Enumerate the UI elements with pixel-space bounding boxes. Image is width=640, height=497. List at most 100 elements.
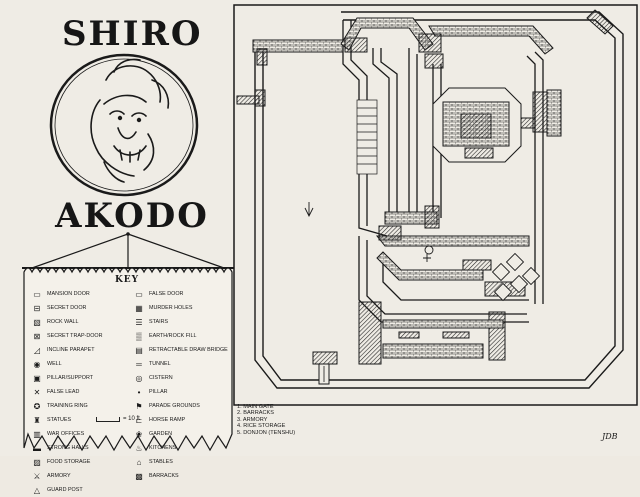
key-item-label: Barracks (149, 472, 179, 479)
key-item-label: Training Ring (47, 402, 88, 409)
key-item-label: Tunnel (149, 360, 171, 367)
key-item-label: Armory (47, 472, 71, 479)
key-item-label: False Door (149, 290, 184, 297)
location-entry: 2. Barracks (237, 410, 274, 417)
key-item-secret-trapdoor: ⊠ Secret Trap-door (30, 330, 128, 343)
key-item-guard-post: △ Guard Post (30, 484, 128, 497)
key-item-armory: ⚔ Armory (30, 470, 128, 483)
incline-icon: ◿ (33, 345, 41, 355)
key-item-rock-wall: ▧ Rock Wall (30, 316, 128, 329)
secret-door-icon: ⊟ (33, 303, 41, 313)
castle-floor-plan (233, 4, 638, 406)
pillar-support-icon: ▣ (33, 373, 41, 383)
key-item-label: Garden (149, 430, 173, 437)
key-item-tunnel: ═ Tunnel (132, 358, 230, 371)
statues-icon: ♜ (33, 415, 41, 425)
map-title-bottom: AKODO (55, 196, 209, 236)
key-item-label: Retractable Draw Bridge (149, 346, 228, 353)
stables-icon: ⌂ (136, 457, 142, 467)
barracks-icon: ▩ (135, 471, 143, 481)
key-item-label: Food Storage (47, 458, 91, 465)
key-item-label: Rock Wall (47, 318, 79, 325)
artist-signature: JDB (602, 432, 618, 441)
key-item-label: Horse Ramp (149, 416, 186, 423)
scale-line (96, 416, 120, 422)
key-item-retractable-bridge: ▤Retractable Draw Bridge (132, 344, 230, 357)
map-title-top: SHIRO (62, 14, 203, 54)
key-item-war-offices: ▥War Offices (30, 428, 128, 441)
kitchens-icon: ♨ (135, 443, 143, 453)
key-item-incline: ◿ Incline Parapet (30, 344, 128, 357)
pillar-icon: • (137, 387, 141, 397)
key-item-label: Pillar (149, 388, 168, 395)
murder-holes-icon: ▦ (135, 303, 143, 313)
key-item-label: Pillar/Support (47, 374, 94, 381)
lion-medallion (49, 53, 199, 197)
key-item-murder-holes: ▦ Murder Holes (132, 302, 230, 315)
training-ring-icon: ✪ (33, 401, 41, 411)
key-legend: ▭ Mansion Door▭ False Door ⊟ Secret Door ▦ Mur… (30, 288, 230, 497)
key-item-label: Stables (149, 458, 173, 465)
key-item-label: Kitchens (149, 444, 177, 451)
key-item-label: Guard Post (47, 486, 83, 493)
key-item-secret-door: ⊟ Secret Door (30, 302, 128, 315)
key-item-training-ring: ✪ Training Ring (30, 400, 128, 413)
key-item-label: Secret Trap-door (47, 332, 103, 339)
false-lead-icon: ✕ (33, 387, 41, 397)
key-item-stairs: ☰ Stairs (132, 316, 230, 329)
war-offices-icon: ▥ (33, 429, 41, 439)
location-entry: 1. Main Gate (237, 404, 274, 410)
key-item-label: Parade Grounds (149, 402, 200, 409)
key-item-label: Incline Parapet (47, 346, 95, 353)
garden-icon: ❀ (135, 429, 143, 439)
key-item-label: Stairs (149, 318, 169, 325)
stairs-icon: ☰ (135, 317, 143, 327)
key-item-door: ▭ Mansion Door (30, 288, 128, 301)
key-item-label: Cistern (149, 374, 173, 381)
key-item-pillar-support: ▣ Pillar/Support (30, 372, 128, 385)
key-item-well: ◉ Well (30, 358, 128, 371)
key-item-label: Earth/Rock Fill (149, 332, 197, 339)
well-icon: ◉ (33, 359, 41, 369)
tunnel-icon: ═ (136, 359, 142, 369)
key-item-statues: ♜ Statues (30, 414, 128, 427)
key-item-label: Secret Door (47, 304, 87, 311)
parade-grounds-icon: ⚑ (135, 401, 143, 411)
key-item-label: Well (47, 360, 62, 367)
key-item-label: Mansion Door (47, 290, 90, 297)
secret-trapdoor-icon: ⊠ (33, 331, 41, 341)
food-storage-icon: ▨ (33, 457, 41, 467)
key-item-cistern: ◎ Cistern (132, 372, 230, 385)
guard-post-icon: △ (33, 485, 41, 495)
location-entry: 3. Armory (237, 416, 268, 423)
cistern-icon: ◎ (135, 373, 143, 383)
key-heading: KEY (114, 275, 140, 285)
key-item-kitchens: ♨ Kitchens (132, 442, 230, 455)
earth-fill-icon: ▒ (136, 331, 142, 341)
key-item-label: Strong Halls (47, 444, 89, 451)
key-item-earth-fill: ▒ Earth/Rock Fill (132, 330, 230, 343)
location-entry: 5. Donjon (Tenshu) (237, 429, 296, 436)
key-item-pillar: • Pillar (132, 386, 230, 399)
location-list: 1. Main Gate2. Barracks3. Armory4. Rice … (237, 404, 295, 436)
horse-ramp-icon: ⊏ (135, 415, 143, 425)
armory-icon: ⚔ (33, 471, 41, 481)
rock-wall-icon: ▧ (33, 317, 41, 327)
key-item-food-storage: ▨ Food Storage (30, 456, 128, 469)
key-item-label: Statues (47, 416, 72, 423)
key-item-false-lead: ✕ False Lead (30, 386, 128, 399)
key-item-label: Murder Holes (149, 304, 193, 311)
outer-wall (254, 11, 624, 389)
door-icon: ▭ (33, 289, 41, 299)
key-item-barracks: ▩ Barracks (132, 470, 230, 483)
key-item-strong-halls: ▬ Strong Halls (30, 442, 128, 455)
scale-label: = 10 ft (123, 416, 140, 422)
location-entry: 4. Rice Storage (237, 423, 286, 430)
key-item-parade-grounds: ⚑ Parade Grounds (132, 400, 230, 413)
key-item-horse-ramp: ⊏ Horse Ramp (132, 414, 230, 427)
key-item-garden: ❀ Garden (132, 428, 230, 441)
key-item-stables: ⌂ Stables (132, 456, 230, 469)
strong-halls-icon: ▬ (33, 443, 41, 453)
key-item-label: False Lead (47, 388, 80, 395)
banner-hanger (22, 232, 234, 269)
